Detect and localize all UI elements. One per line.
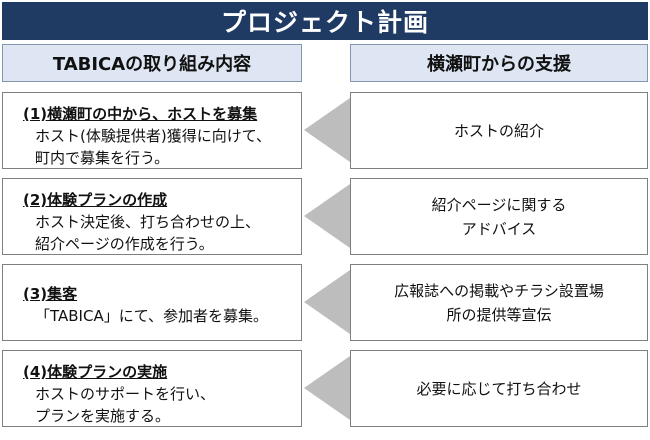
activity-box-4: (4)体験プランの実施 ホストのサポートを行い、 プランを実施する。 [2, 350, 302, 427]
support-box-4: 必要に応じて打ち合わせ [350, 350, 648, 427]
activity-heading: (3)集客 [23, 285, 78, 303]
left-arrow-icon [304, 98, 350, 162]
header-yokoze-support: 横瀬町からの支援 [350, 44, 648, 82]
support-text-line: アドバイス [461, 219, 537, 238]
support-text-line: 広報誌への掲載やチラシ設置場 [394, 281, 604, 300]
support-text-line: 紹介ページに関する [431, 195, 567, 214]
activity-box-2: (2)体験プランの作成 ホスト決定後、打ち合わせの上、 紹介ページの作成を行う。 [2, 178, 302, 255]
activity-desc-line: 町内で募集を行う。 [35, 149, 170, 167]
activity-box-3: (3)集客 「TABICA」にて、参加者を募集。 [2, 264, 302, 341]
activity-desc-line: ホスト(体験提供者)獲得に向けて、 [35, 127, 271, 145]
activity-box-1: (1)横瀬町の中から、ホストを募集 ホスト(体験提供者)獲得に向けて、 町内で募… [2, 92, 302, 169]
activity-heading: (2)体験プランの作成 [23, 191, 168, 209]
activity-heading: (4)体験プランの実施 [23, 363, 168, 381]
activity-heading: (1)横瀬町の中から、ホストを募集 [23, 105, 258, 123]
activity-desc-line: プランを実施する。 [35, 407, 171, 425]
activity-desc-line: 「TABICA」にて、参加者を募集。 [35, 307, 268, 325]
support-text-line: ホストの紹介 [453, 121, 544, 140]
page-title: プロジェクト計画 [2, 2, 648, 40]
left-arrow-icon [304, 184, 350, 248]
activity-desc-line: 紹介ページの作成を行う。 [35, 235, 214, 253]
support-box-1: ホストの紹介 [350, 92, 648, 169]
support-box-2: 紹介ページに関する アドバイス [350, 178, 648, 255]
support-box-3: 広報誌への掲載やチラシ設置場 所の提供等宣伝 [350, 264, 648, 341]
activity-desc-line: ホスト決定後、打ち合わせの上、 [35, 213, 261, 231]
support-text-line: 必要に応じて打ち合わせ [416, 379, 582, 398]
left-arrow-icon [304, 270, 350, 334]
left-arrow-icon [304, 356, 350, 420]
activity-desc-line: ホストのサポートを行い、 [35, 385, 216, 403]
support-text-line: 所の提供等宣伝 [446, 305, 552, 324]
header-tabica-activities: TABICAの取り組み内容 [2, 44, 302, 82]
